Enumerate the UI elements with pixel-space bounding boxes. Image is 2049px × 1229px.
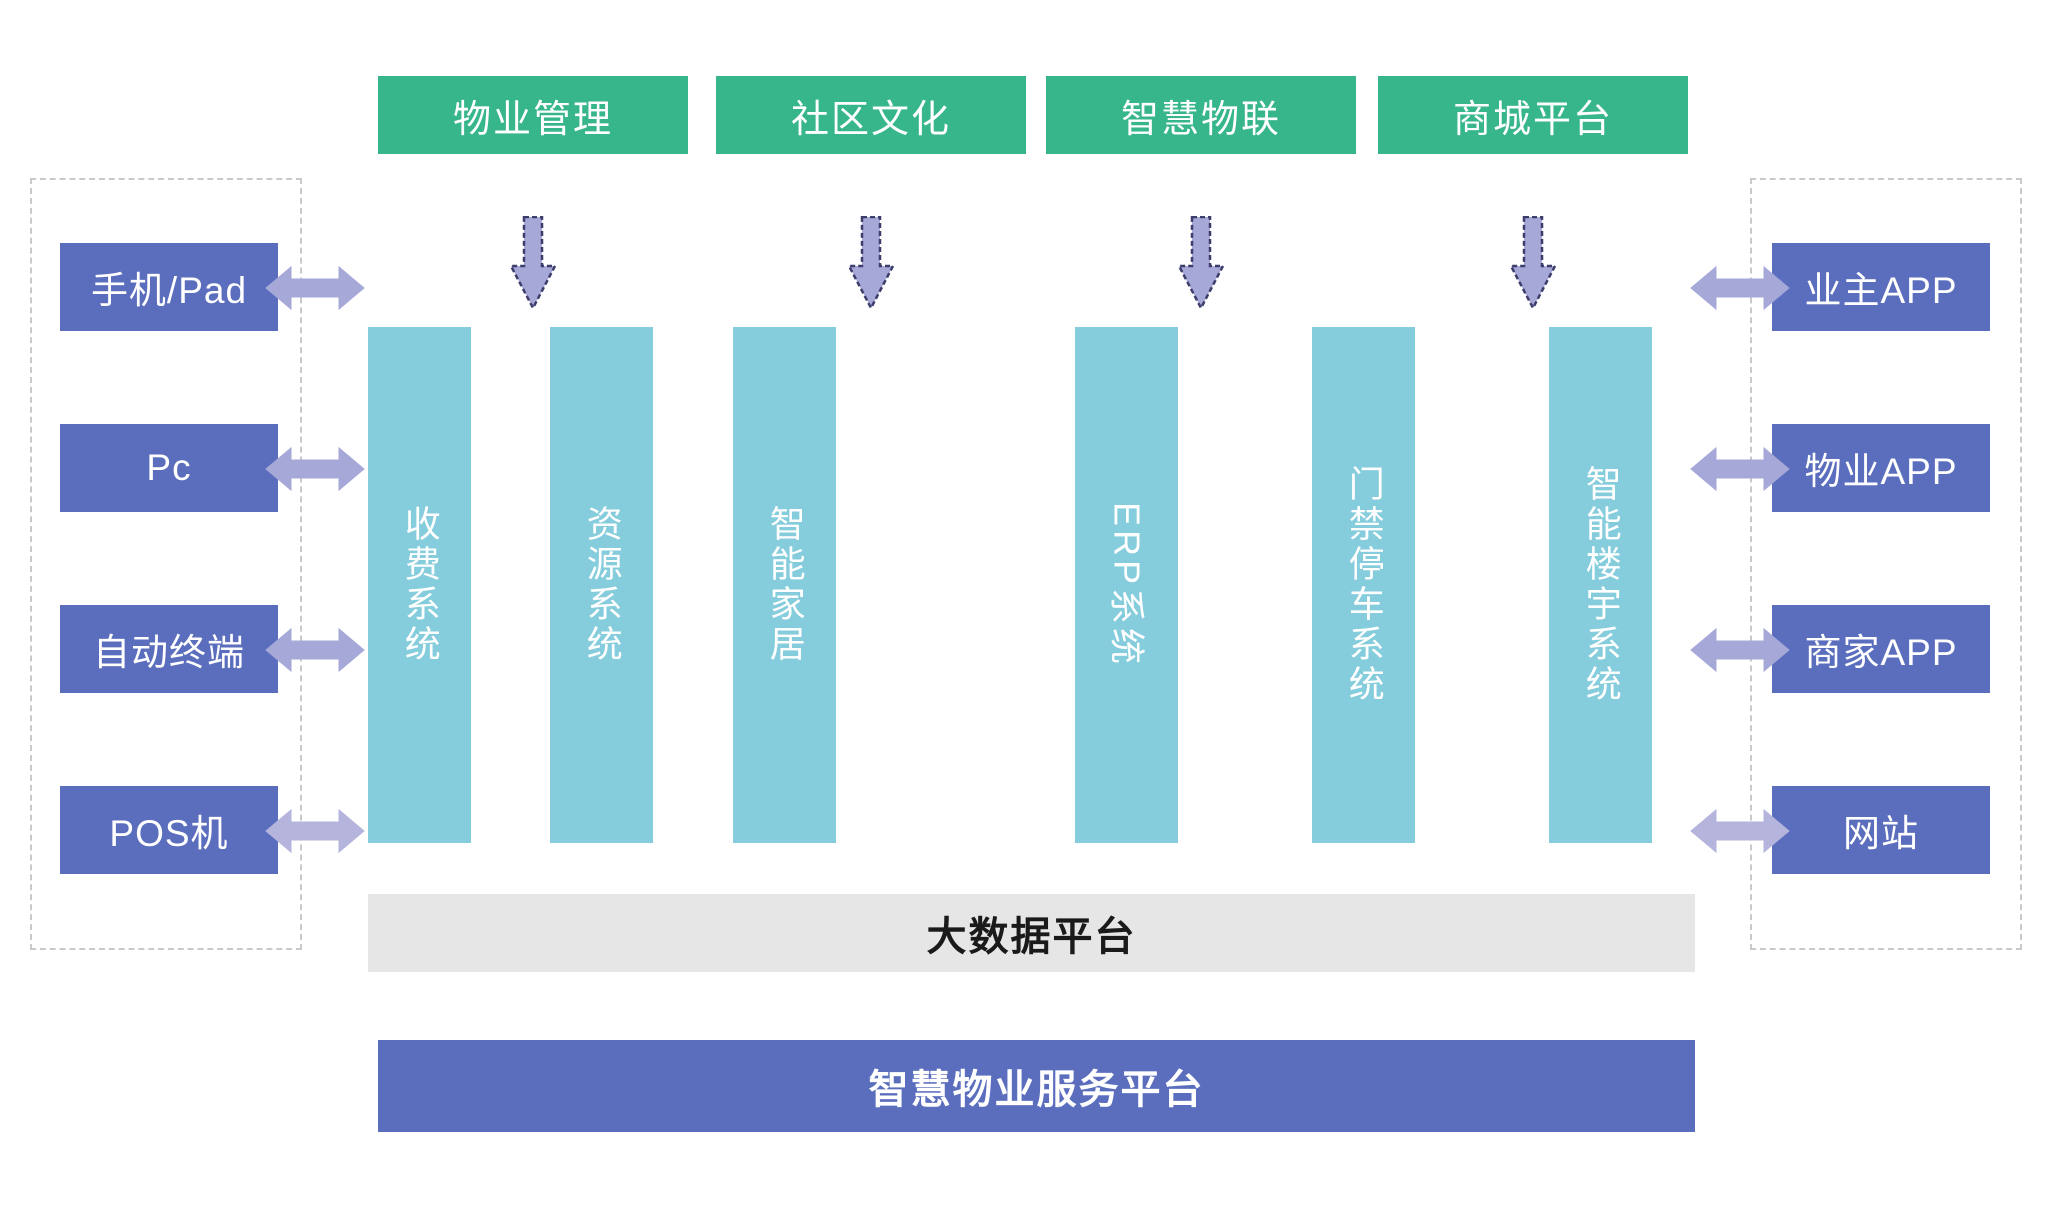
left-channel-label: POS机 bbox=[109, 813, 229, 854]
down-arrow-0 bbox=[510, 216, 556, 310]
right-channel-label: 网站 bbox=[1843, 813, 1919, 854]
left-channel-box-3[interactable]: POS机 bbox=[60, 786, 278, 874]
right-channel-label: 物业APP bbox=[1804, 451, 1958, 492]
left-channel-group-frame bbox=[30, 178, 302, 950]
left-channel-label: 自动终端 bbox=[93, 632, 245, 673]
left-channel-box-2[interactable]: 自动终端 bbox=[60, 605, 278, 693]
data-platform-bar[interactable]: 大数据平台 bbox=[368, 894, 1695, 972]
service-platform-label: 智慧物业服务平台 bbox=[868, 1068, 1205, 1112]
right-channel-label: 业主APP bbox=[1804, 270, 1958, 311]
left-channel-box-0[interactable]: 手机/Pad bbox=[60, 243, 278, 331]
right-channel-box-3[interactable]: 网站 bbox=[1772, 786, 1990, 874]
capability-label: 物业管理 bbox=[452, 98, 613, 141]
capability-label: 商城平台 bbox=[1452, 98, 1613, 141]
right-channel-label: 商家APP bbox=[1804, 632, 1958, 673]
down-arrow-3 bbox=[1510, 216, 1556, 310]
system-label: ERP系统 bbox=[1106, 501, 1148, 669]
right-channel-box-1[interactable]: 物业APP bbox=[1772, 424, 1990, 512]
capability-label: 智慧物联 bbox=[1120, 98, 1281, 141]
system-label: 智能家居 bbox=[764, 505, 806, 665]
right-channel-box-0[interactable]: 业主APP bbox=[1772, 243, 1990, 331]
system-column-1[interactable]: 资源系统 bbox=[550, 327, 653, 843]
capability-label: 社区文化 bbox=[790, 98, 951, 141]
left-channel-label: 手机/Pad bbox=[90, 270, 248, 311]
left-channel-label: Pc bbox=[146, 447, 192, 488]
left-channel-box-1[interactable]: Pc bbox=[60, 424, 278, 512]
system-column-0[interactable]: 收费系统 bbox=[368, 327, 471, 843]
capability-box-2[interactable]: 智慧物联 bbox=[1046, 76, 1356, 154]
system-column-5[interactable]: 智能楼宇系统 bbox=[1549, 327, 1652, 843]
service-platform-bar[interactable]: 智慧物业服务平台 bbox=[378, 1040, 1695, 1132]
data-platform-label: 大数据平台 bbox=[926, 915, 1137, 959]
right-channel-group-frame bbox=[1750, 178, 2022, 950]
system-column-2[interactable]: 智能家居 bbox=[733, 327, 836, 843]
system-column-3[interactable]: ERP系统 bbox=[1075, 327, 1178, 843]
down-arrow-2 bbox=[1178, 216, 1224, 310]
right-channel-box-2[interactable]: 商家APP bbox=[1772, 605, 1990, 693]
capability-box-3[interactable]: 商城平台 bbox=[1378, 76, 1688, 154]
system-label: 门禁停车系统 bbox=[1343, 465, 1385, 705]
down-arrow-1 bbox=[848, 216, 894, 310]
system-column-4[interactable]: 门禁停车系统 bbox=[1312, 327, 1415, 843]
capability-box-0[interactable]: 物业管理 bbox=[378, 76, 688, 154]
system-label: 收费系统 bbox=[399, 505, 441, 665]
capability-box-1[interactable]: 社区文化 bbox=[716, 76, 1026, 154]
system-label: 资源系统 bbox=[581, 505, 623, 665]
system-label: 智能楼宇系统 bbox=[1580, 465, 1622, 705]
